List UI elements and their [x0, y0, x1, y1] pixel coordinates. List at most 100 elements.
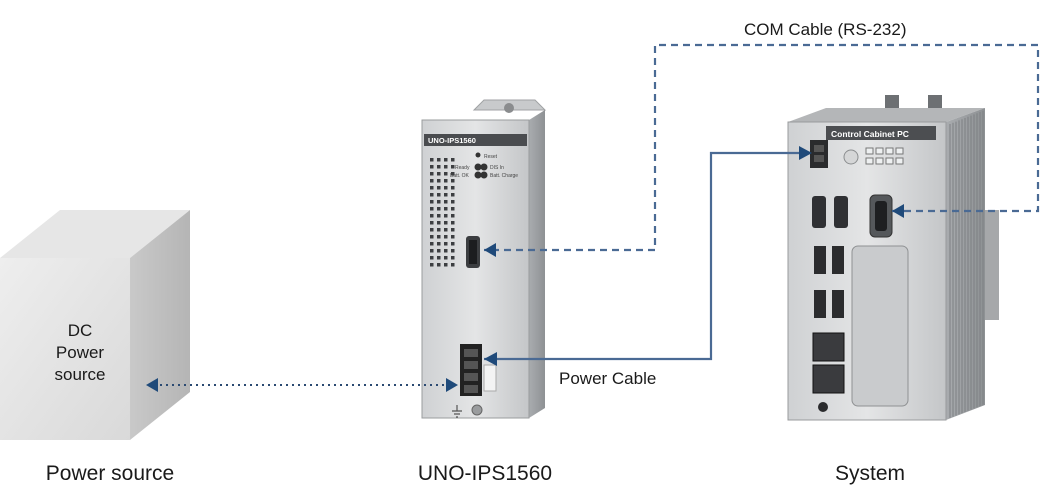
ups-terminal-label	[483, 364, 497, 392]
vent-hole	[430, 165, 434, 169]
com-cable-label: COM Cable (RS-232)	[744, 20, 907, 39]
dis-in-led	[480, 163, 488, 171]
vent-hole	[437, 158, 441, 162]
vent-hole	[430, 256, 434, 260]
vent-hole	[444, 221, 448, 225]
vent-hole	[444, 165, 448, 169]
ups-led-cluster	[474, 152, 488, 179]
vent-hole	[451, 207, 455, 211]
ups-panel-model: UNO-IPS1560	[428, 136, 476, 145]
vent-hole	[451, 179, 455, 183]
vent-hole	[444, 228, 448, 232]
vent-hole	[451, 263, 455, 267]
vent-hole	[444, 242, 448, 246]
system-com-port-pins	[875, 201, 887, 231]
com-cable-line	[484, 43, 1040, 252]
box-line-source: source	[54, 365, 106, 384]
vent-hole	[430, 207, 434, 211]
power-arrow-system	[799, 146, 812, 160]
terminal-pin	[464, 373, 478, 381]
vent-hole	[430, 242, 434, 246]
vent-hole	[430, 228, 434, 232]
terminal-pin	[464, 349, 478, 357]
vent-hole	[451, 235, 455, 239]
box-line-dc: DC	[67, 321, 93, 340]
vent-hole	[437, 242, 441, 246]
system-din-clip	[985, 210, 999, 320]
ups-caption: UNO-IPS1560	[417, 462, 553, 485]
lan-port	[812, 332, 845, 362]
power-cable-label: Power Cable	[559, 369, 657, 388]
vent-hole	[444, 179, 448, 183]
vent-hole	[437, 179, 441, 183]
vent-hole	[430, 200, 434, 204]
vent-hole	[451, 242, 455, 246]
power-source-cube	[0, 210, 190, 440]
system-heatsink-fins	[949, 110, 984, 418]
vent-hole	[444, 186, 448, 190]
vent-hole	[444, 256, 448, 260]
ups-model-strip	[424, 134, 527, 146]
vent-hole	[451, 221, 455, 225]
led-label-dis-in: DIS In	[490, 165, 504, 171]
vent-hole	[430, 158, 434, 162]
vent-hole	[430, 193, 434, 197]
status-led	[865, 147, 874, 155]
system-panel-title: Control Cabinet PC	[831, 129, 909, 139]
vent-hole	[437, 256, 441, 260]
vent-hole	[451, 256, 455, 260]
system-caption: System	[834, 462, 905, 485]
power-arrow-ups	[484, 352, 497, 366]
hdmi-port	[812, 196, 826, 228]
usb-port	[832, 246, 844, 274]
terminal-pin	[814, 155, 824, 162]
power-source-caption: Power source	[45, 462, 175, 485]
vent-hole	[451, 172, 455, 176]
led-label-batt-ok: Batt. OK	[450, 173, 470, 179]
system-top-face	[788, 108, 985, 122]
com-arrow-ups	[484, 243, 496, 257]
ground-screw-icon	[471, 404, 483, 416]
usb-port	[832, 290, 844, 318]
ups-vent-grid	[430, 158, 455, 267]
vent-hole	[430, 179, 434, 183]
lan-port	[812, 364, 845, 394]
vent-hole	[444, 263, 448, 267]
ups-device	[421, 99, 547, 419]
vent-hole	[451, 214, 455, 218]
ups-side-panel	[529, 110, 545, 418]
vent-hole	[444, 207, 448, 211]
ups-com-port-pins	[469, 240, 477, 264]
status-led	[885, 157, 894, 165]
terminal-pin	[814, 145, 824, 152]
vent-hole	[444, 172, 448, 176]
status-led	[885, 147, 894, 155]
dc-arrow-source	[146, 378, 158, 392]
led-label-ready: Ready	[455, 165, 470, 171]
com-arrow-system	[892, 204, 904, 218]
cube-top-face	[0, 210, 190, 258]
audio-jack	[818, 402, 828, 412]
batt-ok-led	[474, 171, 482, 179]
vent-hole	[451, 193, 455, 197]
vent-hole	[437, 186, 441, 190]
terminal-pin	[464, 385, 478, 393]
vent-hole	[437, 235, 441, 239]
system-power-terminal	[810, 140, 828, 168]
vent-hole	[444, 158, 448, 162]
terminal-pin	[464, 361, 478, 369]
vent-hole	[430, 263, 434, 267]
vent-hole	[444, 214, 448, 218]
ups-mount-hole	[504, 103, 514, 113]
vent-hole	[451, 158, 455, 162]
status-led	[895, 147, 904, 155]
system-title-bar	[826, 126, 936, 140]
cube-side-face	[130, 210, 190, 440]
vent-hole	[451, 200, 455, 204]
system-power-button	[843, 149, 859, 165]
ready-led	[474, 163, 482, 171]
usb-port	[814, 246, 826, 274]
power-cable-line	[484, 151, 810, 361]
status-led	[875, 157, 884, 165]
